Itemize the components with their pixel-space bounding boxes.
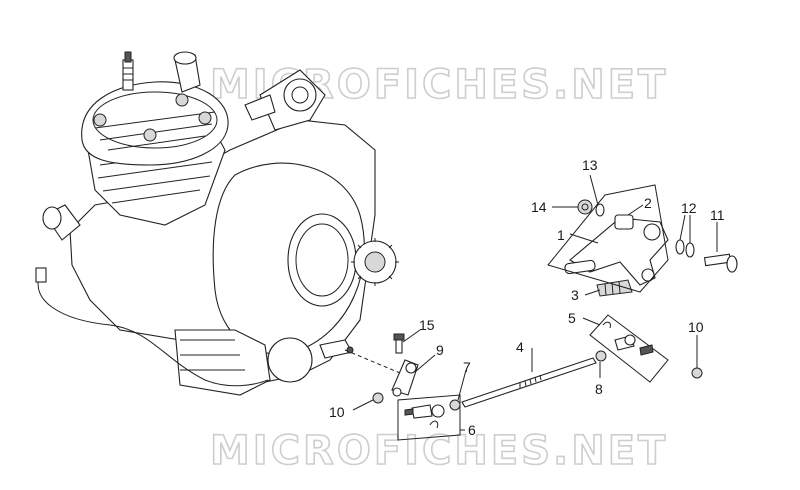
washers-12 [675, 239, 695, 258]
bolt-11 [703, 253, 738, 273]
bolt-15 [393, 333, 405, 354]
callout-8: 8 [595, 381, 603, 397]
ball-joint-kit-6 [397, 394, 461, 441]
ball-joint-kit-5 [589, 314, 669, 383]
callout-labels: 1 2 3 4 5 6 7 8 9 10 10 11 12 13 14 15 [329, 157, 725, 438]
nut-10-right [691, 367, 703, 379]
callout-12: 12 [681, 200, 697, 216]
engine-assembly [35, 51, 413, 396]
nut-7 [449, 399, 461, 411]
callout-14: 14 [531, 199, 547, 215]
nut-8 [595, 350, 607, 362]
shift-rod-4 [461, 357, 597, 408]
spacer-bushing [614, 214, 634, 230]
callout-6: 6 [468, 422, 476, 438]
nut-14 [577, 199, 593, 215]
callout-11: 11 [710, 207, 725, 223]
shift-lever-9 [391, 359, 419, 397]
leader-lines [352, 174, 718, 431]
callout-9: 9 [436, 342, 444, 358]
callout-10-left: 10 [329, 404, 345, 420]
callout-3: 3 [571, 287, 579, 303]
nut-10-left [372, 392, 384, 404]
callout-15: 15 [419, 317, 435, 333]
callout-2: 2 [644, 195, 652, 211]
washer-13 [595, 203, 605, 217]
callout-10-right: 10 [688, 319, 704, 335]
footpeg-rubber [596, 279, 633, 297]
footrest-bracket [564, 217, 669, 286]
callout-13: 13 [582, 157, 598, 173]
drive-sprocket [351, 238, 399, 286]
callout-4: 4 [516, 339, 524, 355]
callout-5: 5 [568, 310, 576, 326]
callout-7: 7 [463, 359, 471, 375]
watermark-bottom: MICROFICHES.NET [209, 427, 669, 475]
callout-1: 1 [557, 227, 565, 243]
